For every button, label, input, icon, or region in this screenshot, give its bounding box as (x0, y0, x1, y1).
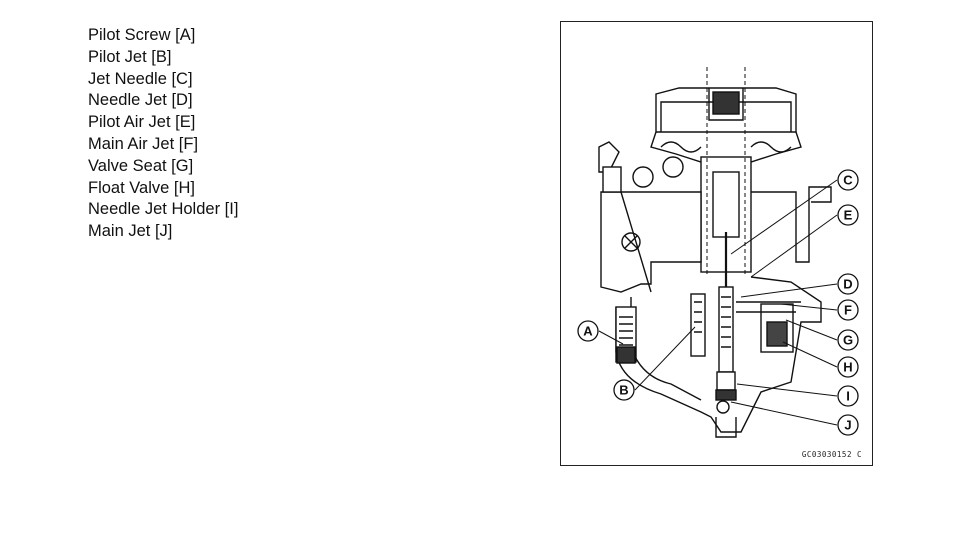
legend-item-jet-needle: Jet Needle [C] (88, 69, 193, 88)
callout-B: B (613, 379, 635, 401)
svg-text:A: A (583, 324, 593, 339)
callout-E: E (837, 204, 859, 226)
callout-C: C (837, 169, 859, 191)
callout-I: I (837, 385, 859, 407)
legend-item-valve-seat: Valve Seat [G] (88, 156, 194, 175)
figure-code: GC03030152 C (801, 450, 862, 459)
legend-item-needle-jet-holder: Needle Jet Holder [I] (88, 200, 239, 219)
svg-text:C: C (843, 173, 853, 188)
svg-text:G: G (843, 333, 853, 348)
svg-text:I: I (846, 389, 850, 404)
svg-text:F: F (844, 303, 852, 318)
callout-J: J (837, 414, 859, 436)
legend-item-pilot-screw: Pilot Screw [A] (88, 26, 196, 44)
legend-item-needle-jet: Needle Jet [D] (88, 91, 193, 110)
carburetor-cross-section-figure: A B C E D F G (560, 21, 873, 466)
callout-leader-lines (598, 179, 838, 426)
legend-item-main-jet: Main Jet [J] (88, 222, 173, 241)
legend-item-pilot-jet: Pilot Jet [B] (88, 47, 172, 66)
callout-A: A (577, 320, 599, 342)
svg-text:D: D (843, 277, 852, 292)
carburetor-body (598, 67, 832, 438)
legend-item-pilot-air-jet: Pilot Air Jet [E] (88, 113, 196, 132)
carburetor-drawing: A B C E D F G (577, 67, 859, 438)
parts-legend: Pilot Screw [A] Pilot Jet [B] Jet Needle… (88, 25, 238, 243)
callout-G: G (837, 329, 859, 351)
callout-F: F (837, 299, 859, 321)
svg-text:B: B (619, 383, 628, 398)
svg-text:E: E (844, 208, 853, 223)
callout-labels: A B C E D F G (577, 169, 859, 436)
legend-item-float-valve: Float Valve [H] (88, 178, 195, 197)
legend-item-main-air-jet: Main Air Jet [F] (88, 134, 199, 153)
svg-text:H: H (843, 360, 852, 375)
callout-D: D (837, 273, 859, 295)
svg-text:J: J (844, 418, 851, 433)
callout-H: H (837, 356, 859, 378)
